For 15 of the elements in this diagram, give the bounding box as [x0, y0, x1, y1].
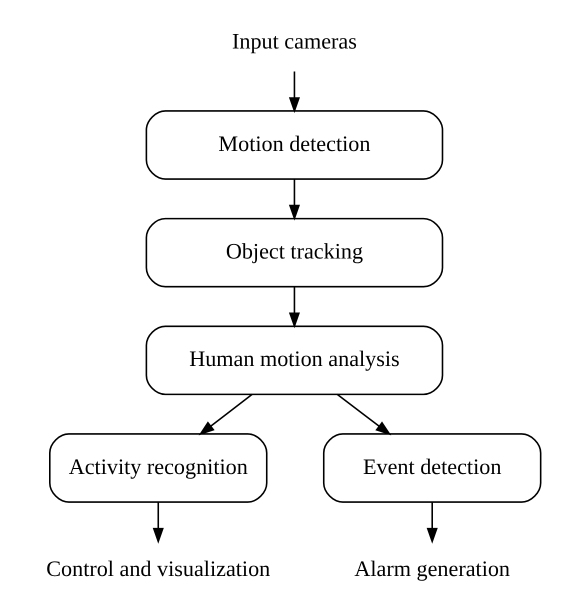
arrow [152, 502, 164, 544]
arrow [288, 286, 300, 328]
arrow [336, 394, 391, 436]
arrow [198, 394, 252, 436]
node-text: Input cameras [231, 28, 356, 54]
node-box: Object tracking [145, 218, 443, 288]
node-text: Alarm generation [354, 556, 510, 582]
node-box: Event detection [322, 433, 541, 503]
node-text: Control and visualization [46, 556, 270, 582]
node-box: Activity recognition [48, 433, 268, 503]
arrow [288, 179, 300, 221]
arrow [288, 71, 300, 114]
arrow [426, 502, 438, 544]
node-box: Motion detection [145, 110, 443, 180]
node-box: Human motion analysis [145, 326, 443, 396]
